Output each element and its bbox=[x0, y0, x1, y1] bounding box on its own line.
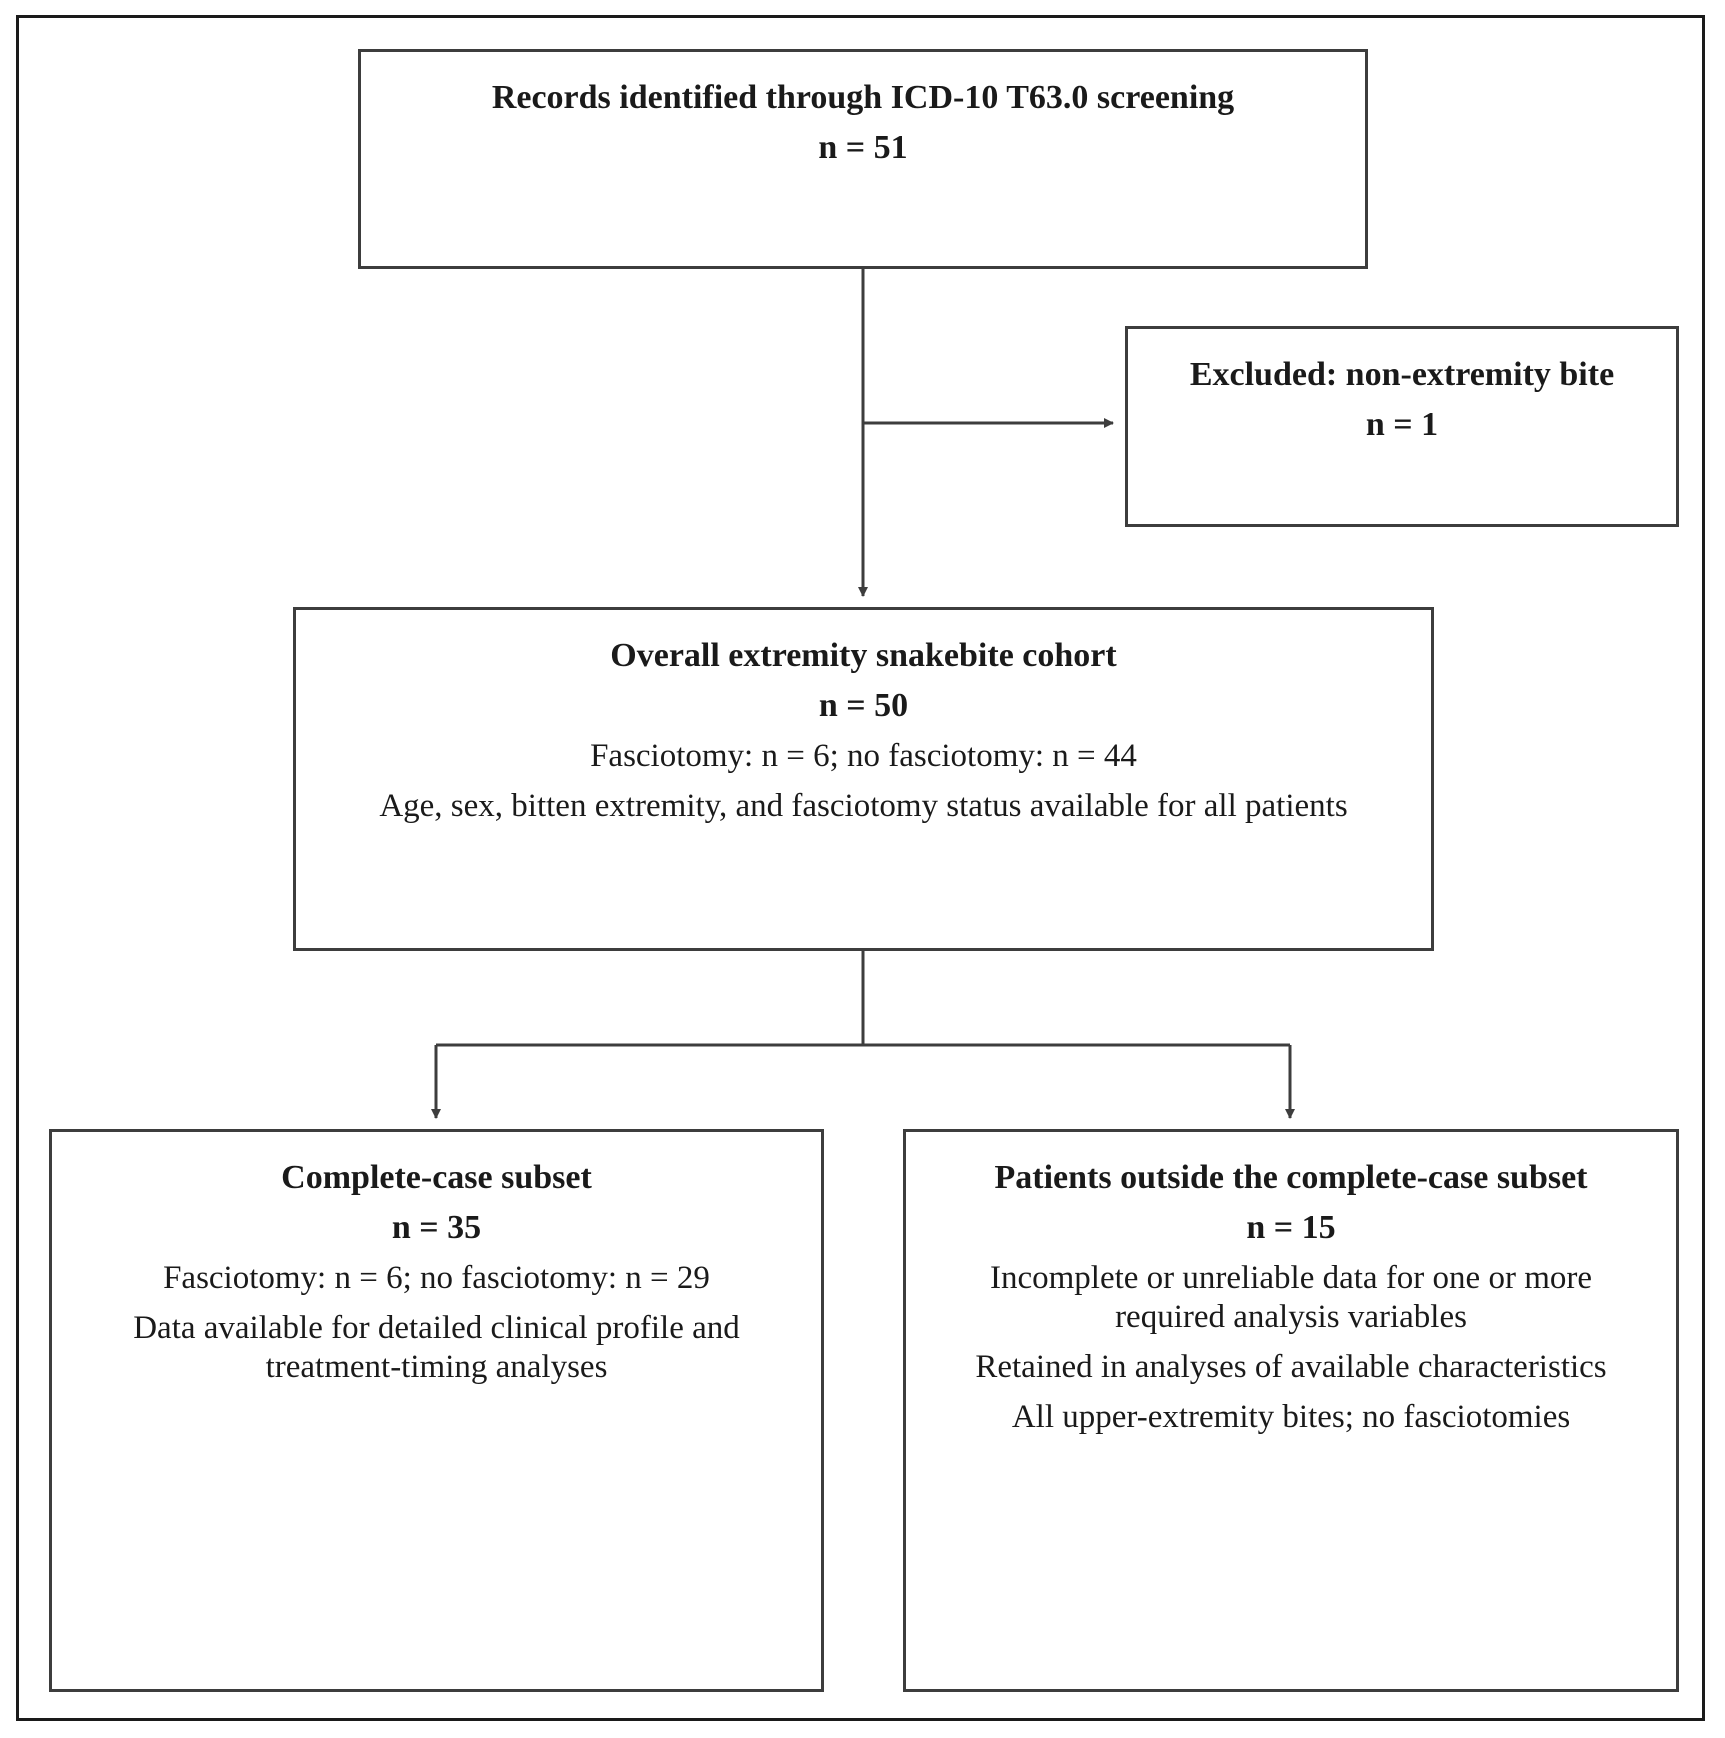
cohort-box: Overall extremity snakebite cohort n = 5… bbox=[293, 607, 1434, 951]
records-title: Records identified through ICD-10 T63.0 … bbox=[491, 79, 1235, 116]
diagram-frame bbox=[16, 15, 1705, 1721]
outside-subset-box: Patients outside the complete-case subse… bbox=[903, 1129, 1679, 1692]
excluded-count: n = 1 bbox=[1365, 406, 1439, 443]
complete-case-title: Complete-case subset bbox=[281, 1159, 592, 1196]
cohort-title: Overall extremity snakebite cohort bbox=[610, 637, 1117, 674]
cohort-note-fasciotomy: Fasciotomy: n = 6; no fasciotomy: n = 44 bbox=[590, 738, 1137, 774]
complete-case-note-data: Data available for detailed clinical pro… bbox=[133, 1310, 740, 1385]
excluded-title: Excluded: non-extremity bite bbox=[1189, 356, 1615, 393]
records-box: Records identified through ICD-10 T63.0 … bbox=[358, 49, 1368, 269]
complete-case-box: Complete-case subset n = 35 Fasciotomy: … bbox=[49, 1129, 824, 1692]
outside-subset-note-retained: Retained in analyses of available charac… bbox=[975, 1349, 1607, 1385]
excluded-box: Excluded: non-extremity bite n = 1 bbox=[1125, 326, 1679, 527]
complete-case-count: n = 35 bbox=[391, 1209, 482, 1246]
outside-subset-title: Patients outside the complete-case subse… bbox=[994, 1159, 1588, 1196]
cohort-note-availability: Age, sex, bitten extremity, and fascioto… bbox=[379, 788, 1348, 824]
outside-subset-note-upper-extremity: All upper-extremity bites; no fasciotomi… bbox=[1011, 1399, 1571, 1435]
complete-case-note-fasciotomy: Fasciotomy: n = 6; no fasciotomy: n = 29 bbox=[163, 1260, 710, 1296]
records-count: n = 51 bbox=[818, 129, 908, 166]
outside-subset-note-incomplete: Incomplete or unreliable data for one or… bbox=[990, 1260, 1592, 1335]
cohort-count: n = 50 bbox=[818, 687, 909, 724]
outside-subset-count: n = 15 bbox=[1246, 1209, 1336, 1246]
